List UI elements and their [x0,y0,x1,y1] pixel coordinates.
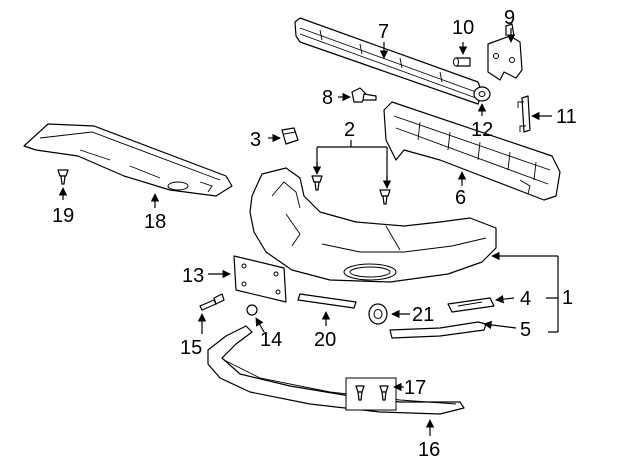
part-4-insert [447,297,495,313]
part-1-bumper-cover [249,167,497,283]
part-15-pin [199,293,225,311]
part-12-nut [473,86,491,102]
callout-17: 17 [404,377,426,399]
part-16-lower-valance [207,325,465,415]
callout-12: 12 [471,119,493,141]
part-18-deflector [23,123,233,197]
callout-2: 2 [344,119,355,141]
callout-20: 20 [314,329,336,351]
callout-10: 10 [452,17,474,39]
part-5-molding-strip [389,321,487,339]
part-14-clip [246,304,258,316]
part-3-clip [281,127,299,145]
callout-6: 6 [455,187,466,209]
part-21-retainer [368,303,388,325]
part-7-impact-bar [294,17,483,105]
callout-19: 19 [52,205,74,227]
callout-16: 16 [418,439,440,461]
part-6-energy-absorber [383,101,561,201]
callout-9: 9 [504,7,515,29]
callout-8: 8 [322,87,333,109]
part-2-push-pins [311,175,391,205]
part-10-spacer [453,57,471,67]
part-20-molding [297,293,357,309]
part-8-bolt [351,87,377,103]
part-19-push-pin [57,169,69,185]
leader-lines [58,28,559,436]
part-17-fasteners [345,377,397,411]
callout-15: 15 [180,337,202,359]
callout-13: 13 [182,265,204,287]
callout-1: 1 [562,287,573,309]
callout-4: 4 [520,288,531,310]
callout-5: 5 [520,319,531,341]
part-11-clip [517,95,531,133]
callout-11: 11 [556,106,577,128]
callout-18: 18 [144,211,166,233]
callout-3: 3 [250,129,261,151]
part-13-license-bracket [233,255,287,303]
callout-14: 14 [260,329,282,351]
part-9-bracket [487,23,523,81]
callout-21: 21 [412,304,434,326]
callout-7: 7 [378,21,389,43]
